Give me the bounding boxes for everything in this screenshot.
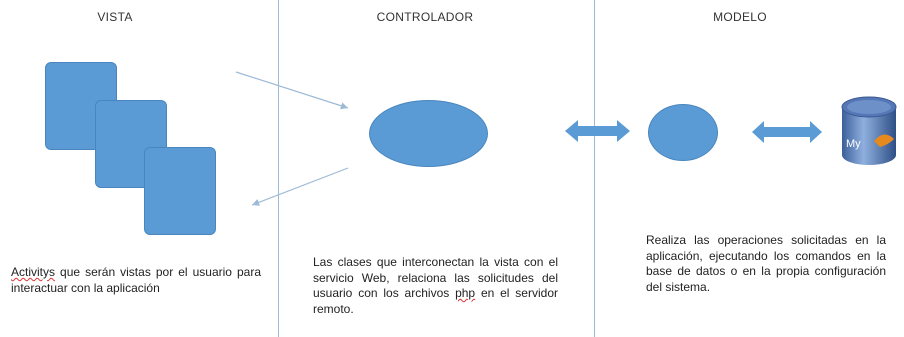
response-arrow (251, 167, 349, 206)
controlador-description: Las clases que interconectan la vista co… (313, 255, 558, 317)
controlador-modelo-divider (594, 0, 595, 337)
vista-description: Activitys que serán vistas por el usuari… (11, 265, 261, 296)
php-word: php (455, 286, 476, 300)
database-label: My (846, 138, 861, 150)
controlador-description-start: Las clases que interconectan la vista co… (313, 255, 558, 300)
modelo-title: MODELO (713, 10, 767, 24)
vista-description-text: que serán vistas por el usuario para int… (11, 265, 261, 295)
controlador-title: CONTROLADOR (376, 10, 474, 24)
controlador-description-end: en el servidor remoto. (313, 286, 558, 316)
modelo-database-double-arrow (752, 121, 822, 143)
mysql-database-icon: My (838, 95, 900, 169)
modelo-ellipse (648, 104, 718, 161)
controlador-ellipse (369, 100, 488, 167)
modelo-description: Realiza las operaciones solicitadas en l… (646, 233, 886, 294)
request-arrow (235, 71, 349, 110)
vista-controlador-divider (278, 0, 279, 337)
activitys-word: Activitys (11, 265, 56, 279)
vista-title: VISTA (97, 10, 133, 24)
controlador-modelo-double-arrow (565, 120, 630, 142)
view-card-3 (144, 147, 216, 235)
